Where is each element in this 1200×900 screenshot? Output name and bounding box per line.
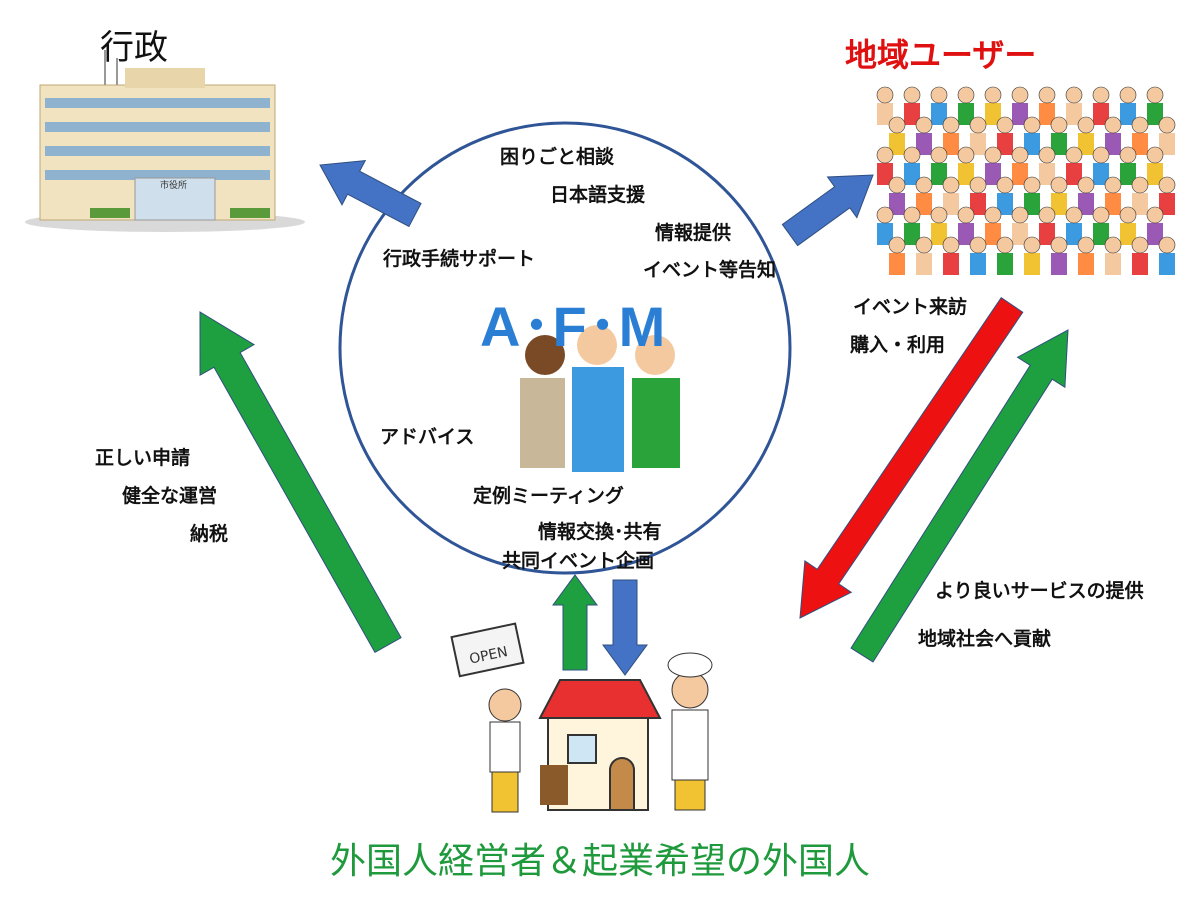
label-contribution: 地域社会へ貢献 bbox=[918, 628, 1052, 650]
arrow-owners-to-afm bbox=[552, 574, 598, 671]
arrow-owners-to-users bbox=[850, 329, 1069, 663]
label-event-notice: イベント等告知 bbox=[643, 259, 777, 281]
label-purchase-use: 購入・利用 bbox=[850, 334, 946, 356]
label-tax-payment: 納税 bbox=[190, 523, 229, 545]
shop-illustration bbox=[450, 622, 713, 813]
label-advice: アドバイス bbox=[380, 426, 475, 448]
arrow-to-government bbox=[319, 159, 422, 228]
arrow-to-local-users bbox=[781, 174, 874, 247]
label-info-exchange: 情報交換･共有 bbox=[538, 521, 662, 543]
label-admin-support: 行政手続サポート bbox=[383, 248, 536, 270]
label-japanese-support: 日本語支援 bbox=[550, 184, 646, 206]
label-correct-application: 正しい申請 bbox=[95, 447, 191, 469]
arrow-afm-to-owners bbox=[602, 579, 648, 676]
arrow-owners-to-government bbox=[199, 311, 402, 654]
arrow-users-to-owners bbox=[799, 297, 1024, 619]
foreign-owners-title: 外国人経営者＆起業希望の外国人 bbox=[330, 841, 871, 882]
crowd-illustration bbox=[876, 86, 1176, 275]
label-sound-operation: 健全な運営 bbox=[122, 485, 218, 507]
label-better-service: より良いサービスの提供 bbox=[935, 580, 1144, 602]
government-title: 行政 bbox=[100, 28, 168, 68]
local-users-title: 地域ユーザー bbox=[845, 36, 1037, 74]
label-event-visit: イベント来訪 bbox=[853, 296, 968, 318]
label-consultation: 困りごと相談 bbox=[500, 146, 615, 168]
city-hall-illustration bbox=[25, 50, 305, 232]
building-sign: 市役所 bbox=[160, 179, 187, 191]
open-sign: OPEN bbox=[468, 644, 509, 668]
label-joint-event: 共同イベント企画 bbox=[502, 550, 655, 572]
label-info-provision: 情報提供 bbox=[655, 222, 732, 244]
handshake-people-illustration bbox=[520, 325, 680, 472]
afm-logo: A･F･M bbox=[480, 295, 668, 358]
label-regular-meeting: 定例ミーティング bbox=[473, 485, 624, 507]
afm-circle bbox=[338, 121, 792, 575]
